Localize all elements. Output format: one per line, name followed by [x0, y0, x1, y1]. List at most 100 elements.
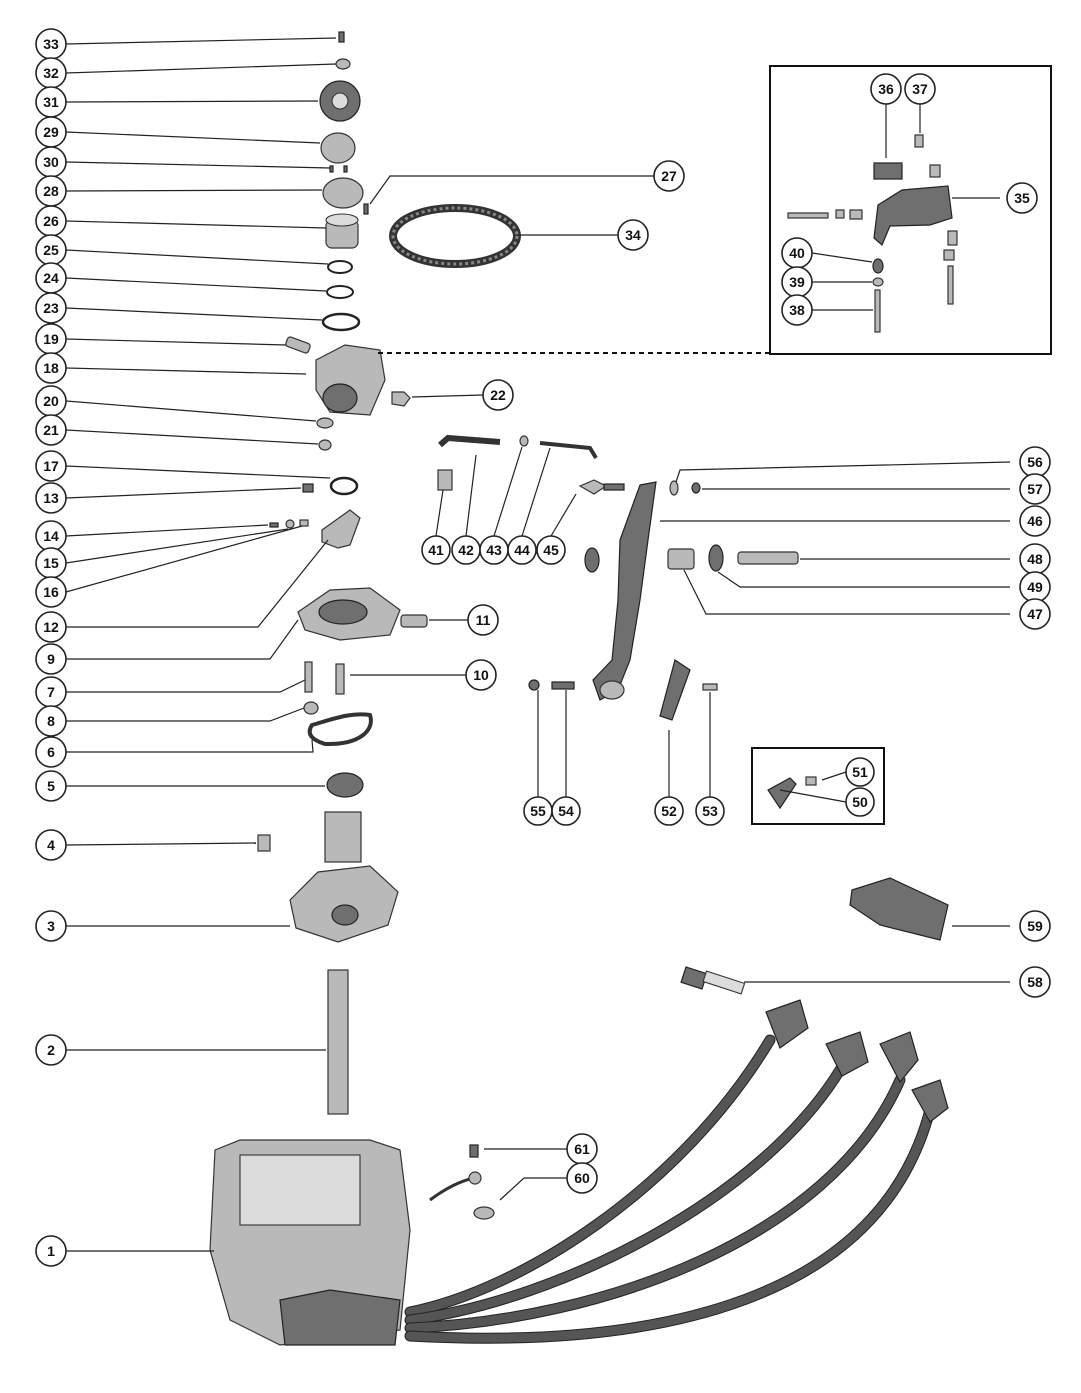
part-36-block: [873, 162, 903, 180]
part-45-fitting: [578, 479, 608, 495]
part-11-fitting: [400, 614, 428, 628]
callout-7: 7: [35, 676, 67, 708]
callout-25: 25: [35, 234, 67, 266]
callout-35: 35: [1006, 182, 1038, 214]
callout-3: 3: [35, 910, 67, 942]
part-9-housing-ring: [297, 587, 401, 641]
part-42-rod: [438, 434, 501, 448]
svg-text:36: 36: [878, 81, 894, 97]
svg-text:41: 41: [428, 542, 444, 558]
callout-1: 1: [35, 1235, 67, 1267]
part-41-fitting: [437, 469, 453, 491]
callout-61: 61: [566, 1133, 598, 1165]
svg-text:28: 28: [43, 183, 59, 199]
part-59-bracket-plate: [849, 877, 949, 941]
part-8-washer: [303, 701, 319, 715]
svg-text:2: 2: [47, 1042, 55, 1058]
callout-18: 18: [35, 352, 67, 384]
svg-text:35: 35: [1014, 190, 1030, 206]
part-5-bearing: [326, 772, 364, 798]
callout-46: 46: [1019, 505, 1051, 537]
svg-text:29: 29: [43, 124, 59, 140]
svg-text:9: 9: [47, 651, 55, 667]
part-21-washer: [318, 439, 332, 451]
part-16-spacer: [299, 519, 309, 527]
part-54-screw: [551, 681, 575, 690]
callout-58: 58: [1019, 966, 1051, 998]
svg-text:11: 11: [476, 612, 491, 628]
svg-text:6: 6: [47, 744, 55, 760]
callout-59: 59: [1019, 910, 1051, 942]
part-38-screw: [874, 289, 881, 333]
part-58-spark-plug: [680, 966, 746, 995]
svg-text:5: 5: [47, 778, 55, 794]
callout-36: 36: [870, 73, 902, 105]
svg-text:56: 56: [1027, 454, 1043, 470]
part-60-washer: [473, 1206, 495, 1220]
part-12-bracket: [321, 509, 361, 549]
callout-5: 5: [35, 770, 67, 802]
callout-50: 50: [845, 787, 875, 817]
svg-text:20: 20: [43, 393, 59, 409]
part-52-link: [659, 659, 691, 721]
callouts: 33 32 31 29 30 28 26 25 24 23 19 18 20 2…: [35, 28, 1051, 1267]
part-14-screw: [269, 522, 279, 528]
part-3-base-housing: [289, 811, 399, 943]
part-55-nut: [528, 679, 540, 691]
part-18-housing: [315, 344, 386, 416]
callout-55: 55: [523, 796, 553, 826]
leader-lines: [65, 37, 1011, 1252]
svg-text:30: 30: [43, 154, 59, 170]
part-6-clamp: [307, 712, 373, 747]
svg-text:59: 59: [1027, 918, 1043, 934]
callout-19: 19: [35, 323, 67, 355]
callout-41: 41: [421, 535, 451, 565]
svg-text:17: 17: [43, 458, 59, 474]
part-15-washer: [285, 519, 295, 529]
callout-38: 38: [781, 294, 813, 326]
svg-text:7: 7: [47, 684, 55, 700]
part-40-nut: [872, 258, 884, 274]
part-39-washer: [872, 277, 884, 287]
callout-6: 6: [35, 736, 67, 768]
svg-text:15: 15: [43, 555, 59, 571]
callout-32: 32: [35, 57, 67, 89]
callout-44: 44: [507, 535, 537, 565]
callout-23: 23: [35, 292, 67, 324]
callout-45: 45: [536, 535, 566, 565]
part-27-clip: [363, 203, 369, 215]
part-46-throttle-arm: [592, 481, 657, 701]
part-29-gear: [320, 132, 356, 164]
svg-text:58: 58: [1027, 974, 1043, 990]
svg-text:25: 25: [43, 242, 59, 258]
callout-4: 4: [35, 829, 67, 861]
svg-text:50: 50: [852, 794, 868, 810]
callout-24: 24: [35, 262, 67, 294]
part-30-pin: [329, 165, 334, 173]
parts-drawings: [209, 31, 1052, 1346]
svg-text:51: 51: [852, 764, 868, 780]
svg-text:61: 61: [574, 1141, 590, 1157]
svg-text:27: 27: [661, 168, 677, 184]
callout-27: 27: [653, 160, 685, 192]
callout-47: 47: [1019, 598, 1051, 630]
callout-8: 8: [35, 705, 67, 737]
part-61-screw: [469, 1144, 479, 1158]
part-17-o-ring: [329, 476, 359, 496]
part-1-distributor-body: [209, 1139, 411, 1346]
part-22-elbow-fitting: [391, 391, 411, 407]
part-56-washer: [669, 480, 679, 496]
svg-text:60: 60: [574, 1170, 590, 1186]
part-57-nut: [691, 482, 701, 494]
part-7-stud: [304, 661, 313, 693]
inset-box-50-51: [751, 747, 885, 825]
svg-text:47: 47: [1027, 606, 1043, 622]
callout-42: 42: [451, 535, 481, 565]
svg-text:24: 24: [43, 270, 59, 286]
callout-49: 49: [1019, 571, 1051, 603]
part-37-screw: [914, 134, 924, 148]
svg-text:12: 12: [43, 619, 59, 635]
part-20-washer: [316, 417, 334, 429]
svg-text:57: 57: [1027, 481, 1043, 497]
